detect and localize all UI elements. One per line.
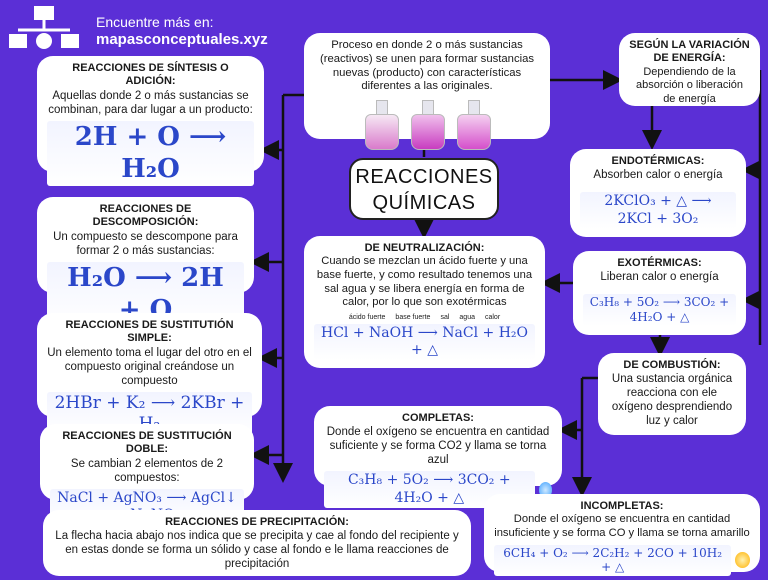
doble-text: Se cambian 2 elementos de 2 compuestos:	[70, 457, 224, 484]
blue-flame-icon	[538, 481, 552, 498]
flask-icon	[409, 100, 445, 151]
neutralizacion-box: DE NEUTRALIZACIÓN: Cuando se mezclan un …	[304, 236, 545, 368]
completas-box: COMPLETAS: Donde el oxígeno se encuentra…	[314, 406, 562, 508]
incompletas-text: Donde el oxígeno se encuentra en cantida…	[494, 513, 750, 540]
doble-box: REACCIONES DE SUSTITUCIÓN DOBLE: Se camb…	[40, 424, 254, 525]
neutralizacion-title: DE NEUTRALIZACIÓN:	[364, 242, 485, 254]
endo-title: ENDOTÉRMICAS:	[611, 155, 705, 167]
combustion-box: DE COMBUSTIÓN: Una sustancia orgánica re…	[598, 353, 746, 435]
label-calor: calor	[484, 314, 501, 322]
precipitacion-text: La flecha hacia abajo nos indica que se …	[55, 530, 459, 571]
neutralizacion-labels: ácido fuerte base fuerte sal agua calor	[314, 314, 535, 323]
incompletas-box: INCOMPLETAS: Donde el oxígeno se encuent…	[484, 494, 760, 576]
completas-text: Donde el oxígeno se encuentra en cantida…	[326, 426, 550, 467]
definition-text: Proceso en donde 2 o más sustancias (rea…	[319, 39, 535, 93]
incompletas-title: INCOMPLETAS:	[580, 500, 664, 512]
label-agua: agua	[459, 314, 475, 322]
endo-equation: 2KClO₃ + △ ⟶ 2KCl + 3O₂	[580, 192, 736, 229]
exo-box: EXOTÉRMICAS: Liberan calor o energía C₃H…	[573, 251, 746, 335]
label-acido: ácido fuerte	[348, 314, 386, 322]
exo-text: Liberan calor o energía	[600, 271, 719, 284]
precipitacion-box: REACCIONES DE PRECIPITACIÓN: La flecha h…	[43, 510, 471, 576]
endo-box: ENDOTÉRMICAS: Absorben calor o energía 2…	[570, 149, 746, 237]
neutralizacion-equation: HCl + NaOH ⟶ NaCl + H₂O + △	[314, 323, 535, 360]
flask-icon	[363, 100, 399, 151]
endo-text: Absorben calor o energía	[593, 169, 723, 182]
sintesis-text: Aquellas donde 2 o más sustancias se com…	[48, 89, 253, 116]
flasks-image	[314, 100, 540, 151]
label-sal: sal	[440, 314, 450, 322]
descomposicion-text: Un compuesto se descompone para formar 2…	[53, 230, 238, 257]
neutralizacion-text: Cuando se mezclan un ácido fuerte y una …	[316, 255, 533, 309]
brand-caption: Encuentre más en:	[96, 14, 214, 30]
sintesis-box: REACCIONES DE SÍNTESIS O ADICIÓN: Aquell…	[37, 56, 264, 187]
exo-title: EXOTÉRMICAS:	[617, 257, 702, 269]
flask-icon	[455, 100, 491, 151]
descomposicion-title: REACCIONES DE DESCOMPOSICIÓN:	[92, 203, 199, 229]
brand-url[interactable]: mapasconceptuales.xyz	[96, 31, 268, 48]
sintesis-title: REACCIONES DE SÍNTESIS O ADICIÓN:	[72, 62, 229, 88]
energia-title: SEGÚN LA VARIACIÓN DE ENERGÍA:	[629, 39, 750, 65]
yellow-flame-icon	[735, 552, 750, 569]
sintesis-equation: 2H + O ⟶ H₂O	[47, 120, 254, 187]
exo-equation: C₃H₈ + 5O₂ ⟶ 3CO₂ + 4H₂O + △	[583, 294, 736, 326]
energia-box: SEGÚN LA VARIACIÓN DE ENERGÍA: Dependien…	[619, 33, 760, 106]
simple-title: REACCIONES DE SUSTITUTIÓN SIMPLE:	[65, 319, 234, 345]
combustion-text: Una sustancia orgánica reacciona con ele…	[611, 373, 733, 428]
definition-box: Proceso en donde 2 o más sustancias (rea…	[304, 33, 550, 151]
descomposicion-box: REACCIONES DE DESCOMPOSICIÓN: Un compues…	[37, 197, 254, 328]
combustion-title: DE COMBUSTIÓN:	[623, 359, 721, 371]
simple-box: REACCIONES DE SUSTITUTIÓN SIMPLE: Un ele…	[37, 313, 262, 436]
label-base: base fuerte	[395, 314, 431, 322]
sitemap-logo-icon	[9, 6, 79, 49]
simple-text: Un elemento toma el lugar del otro en el…	[47, 346, 252, 387]
center-title: REACCIONES QUÍMICAS	[349, 158, 499, 220]
completas-title: COMPLETAS:	[402, 412, 474, 424]
doble-title: REACCIONES DE SUSTITUCIÓN DOBLE:	[62, 430, 232, 456]
precipitacion-title: REACCIONES DE PRECIPITACIÓN:	[165, 516, 349, 528]
incompletas-equation: 6CH₄ + O₂ ⟶ 2C₂H₂ + 2CO + 10H₂ + △	[494, 544, 732, 576]
energia-text: Dependiendo de la absorción o liberación…	[635, 65, 743, 105]
brand: Encuentre más en: mapasconceptuales.xyz	[96, 14, 268, 48]
